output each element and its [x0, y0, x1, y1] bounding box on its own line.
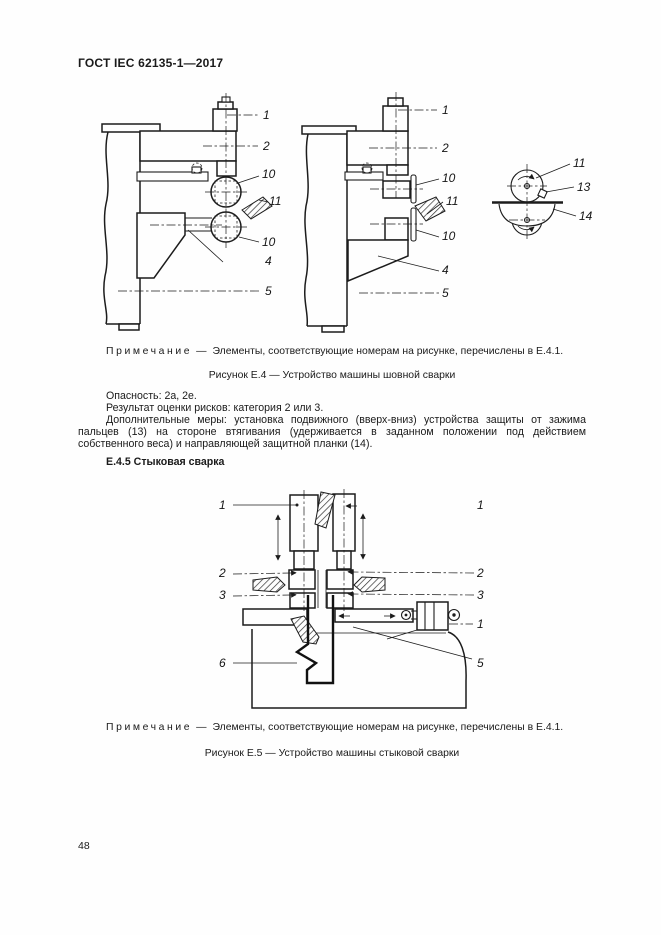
callout-3: 3	[477, 588, 484, 602]
callout-1: 1	[442, 103, 449, 117]
page-number: 48	[78, 840, 90, 852]
note-text: Элементы, соответствующие номерам на рис…	[212, 346, 564, 357]
workpiece-hatch	[314, 491, 336, 529]
figure-e5-caption: Рисунок Е.5 — Устройство машины стыковой…	[204, 748, 460, 759]
note-label: Примечание	[106, 346, 193, 357]
workpiece-hatch	[414, 196, 446, 222]
workpiece-zigzag	[294, 595, 335, 685]
note-label: Примечание	[106, 722, 193, 733]
callout-11: 11	[573, 156, 585, 170]
callout-10: 10	[262, 235, 276, 249]
callout-10: 10	[442, 171, 456, 185]
seam-welder-front-view: 1 2 10 11 10 4 5	[101, 93, 281, 331]
note-dash: —	[196, 722, 207, 733]
callout-11: 11	[446, 194, 458, 208]
callout-2: 2	[218, 566, 226, 580]
callout-4: 4	[265, 254, 272, 268]
callout-1: 1	[477, 498, 484, 512]
figure-e5-drawing: 1 1 2 2 3 3 1 6 5	[218, 489, 484, 709]
note-text: Элементы, соответствующие номерам на рис…	[212, 722, 564, 733]
callout-6: 6	[219, 656, 226, 670]
callout-2: 2	[441, 141, 449, 155]
callout-14: 14	[579, 209, 593, 223]
callout-1: 1	[263, 108, 270, 122]
hazard-line: Опасность: 2а, 2е.	[106, 390, 197, 402]
seam-welder-side-view: 1 2 10 11 10 4 5	[301, 92, 458, 333]
callout-1: 1	[477, 617, 484, 631]
callout-10: 10	[442, 229, 456, 243]
callout-1: 1	[219, 498, 226, 512]
figure-e4-note: Примечание— Элементы, соответствующие ном…	[78, 346, 614, 358]
hand-hatch-left	[252, 576, 286, 593]
figure-e4-drawing: 1 2 10 11 10 4 5	[101, 92, 593, 333]
additional-measures: Дополнительные меры: установка подвижног…	[78, 414, 586, 451]
workpiece-hatch	[241, 196, 273, 220]
callout-3: 3	[219, 588, 226, 602]
figure-e4-caption: Рисунок Е.4 — Устройство машины шовной с…	[208, 370, 456, 381]
callout-5: 5	[477, 656, 484, 670]
section-e45-heading: Е.4.5 Стыковая сварка	[106, 456, 225, 469]
risk-result-line: Результат оценки рисков: категория 2 или…	[106, 402, 324, 415]
callout-10: 10	[262, 167, 276, 181]
butt-welder-diagram: 1 1 2 2 3 3 1 6 5	[218, 489, 484, 709]
callout-13: 13	[577, 180, 591, 194]
section-e44-text: Опасность: 2а, 2е. Результат оценки риск…	[78, 390, 586, 469]
callout-2: 2	[262, 139, 270, 153]
callout-4: 4	[442, 263, 449, 277]
roller-guard-detail: 11 13 14	[492, 156, 593, 240]
callout-5: 5	[265, 284, 272, 298]
page-header: ГОСТ IEC 62135-1—2017	[78, 56, 224, 70]
callout-5: 5	[442, 286, 449, 300]
figure-e5-note: Примечание— Элементы, соответствующие ном…	[78, 722, 614, 734]
callout-2: 2	[476, 566, 484, 580]
callout-11: 11	[269, 194, 281, 208]
note-dash: —	[196, 346, 207, 357]
hand-hatch-right	[353, 576, 386, 593]
hand-hatch-lower	[290, 615, 320, 645]
